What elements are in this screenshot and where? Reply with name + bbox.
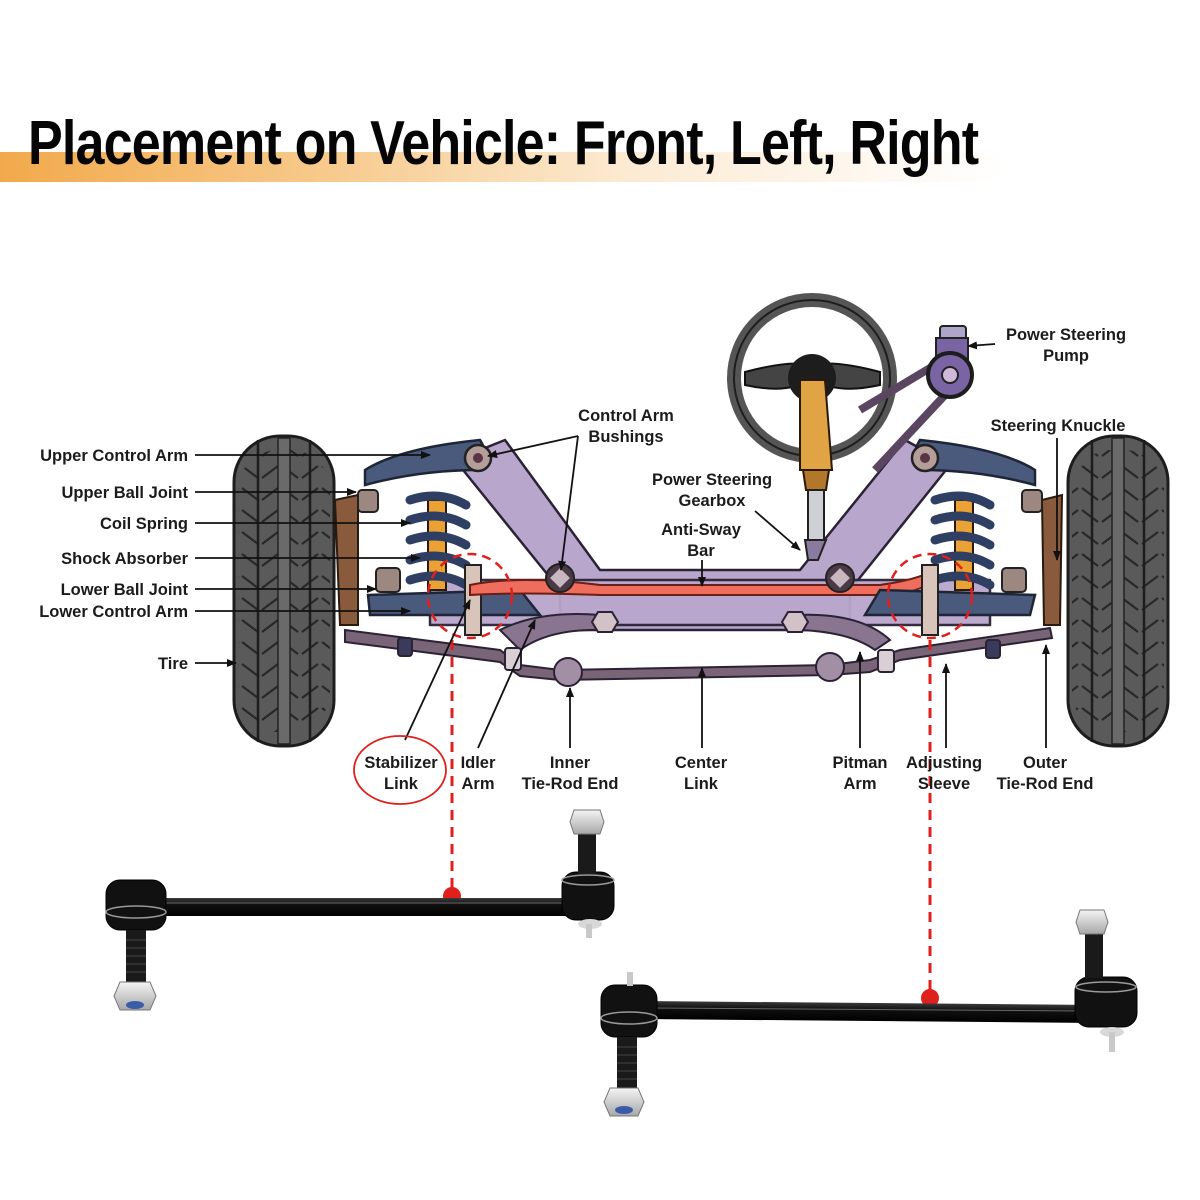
label-inner-tie-rod-end-2: Tie-Rod End [522,775,619,793]
label-coil-spring: Coil Spring [100,515,188,533]
label-outer-tie-rod-end-2: Tie-Rod End [997,775,1094,793]
label-adjusting-sleeve-1: Adjusting [906,754,982,772]
label-lower-ball-joint: Lower Ball Joint [61,581,189,599]
top-labels: Control Arm Bushings Power Steering Gear… [578,326,1126,560]
left-tire [232,434,336,748]
stabilizer-link-highlights [426,552,974,640]
label-outer-tie-rod-end-1: Outer [1023,754,1068,772]
right-link-highlight [886,552,974,640]
label-power-steering-pump-1: Power Steering [1006,326,1126,344]
right-tire [1066,434,1170,748]
label-pitman-arm-2: Arm [843,775,876,793]
label-center-link-1: Center [675,754,728,772]
label-lower-control-arm: Lower Control Arm [39,603,188,621]
placement-lines [450,640,932,990]
label-anti-sway-bar-1: Anti-Sway [661,521,742,539]
label-inner-tie-rod-end-1: Inner [550,754,591,772]
label-stabilizer-link-2: Link [384,775,419,793]
right-suspension [825,438,1064,636]
page-title: Placement on Vehicle: Front, Left, Right [28,109,979,178]
right-placement-dot [921,989,939,1007]
title-banner [0,152,1060,182]
label-power-steering-gearbox-1: Power Steering [652,471,772,489]
left-suspension [333,438,937,636]
label-idler-arm-2: Arm [461,775,494,793]
label-stabilizer-link-1: Stabilizer [364,754,438,772]
left-link-highlight [426,552,514,640]
label-upper-ball-joint: Upper Ball Joint [61,484,188,502]
bottom-labels: Stabilizer Link Idler Arm Inner Tie-Rod … [353,735,1094,805]
steering-linkage [344,611,1054,687]
label-idler-arm-1: Idler [461,754,496,772]
label-center-link-2: Link [684,775,719,793]
left-stabilizer-link-product [105,809,615,1011]
label-shock-absorber: Shock Absorber [61,550,188,568]
left-labels: Upper Control Arm Upper Ball Joint Coil … [39,447,188,673]
steering-wheel [727,293,897,561]
right-stabilizer-link-product [600,909,1138,1117]
label-tire: Tire [158,655,188,673]
leader-lines [195,341,1061,749]
label-control-arm-bushings-1: Control Arm [578,407,674,425]
label-power-steering-pump-2: Pump [1043,347,1089,365]
label-control-arm-bushings-2: Bushings [588,428,663,446]
label-power-steering-gearbox-2: Gearbox [679,492,747,510]
label-adjusting-sleeve-2: Sleeve [918,775,970,793]
label-steering-knuckle: Steering Knuckle [991,417,1126,435]
label-pitman-arm-1: Pitman [832,754,887,772]
power-steering-pump [857,325,974,473]
label-anti-sway-bar-2: Bar [687,542,715,560]
label-upper-control-arm: Upper Control Arm [40,447,188,465]
stabilizer-link-highlight-ring [353,735,447,805]
